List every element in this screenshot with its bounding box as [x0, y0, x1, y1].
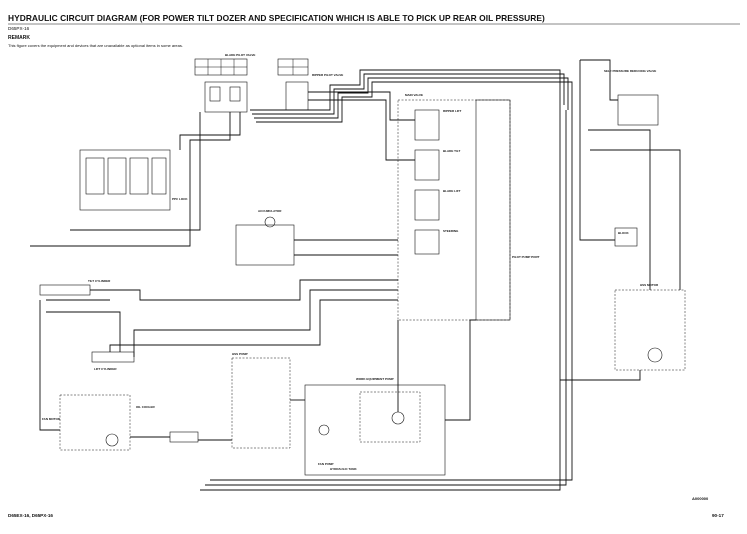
steering-label: STEERING [443, 229, 459, 233]
fan-pump: FAN PUMP [318, 424, 334, 466]
drawing-number: A000000 [692, 496, 709, 501]
hss-pump: HSS PUMP [231, 352, 291, 449]
blade-pilot-label: BLADE PILOT VALVE [225, 53, 255, 57]
oil-cooler: OIL COOLER [136, 405, 199, 443]
hydraulic-tank-label: HYDRAULIC TANK [330, 467, 357, 471]
footer-models: D65EX-16, D65PX-16 [8, 513, 53, 518]
accumulator: ACCUMULATOR [235, 209, 295, 266]
ripper-pilot-label: RIPPER PILOT VALVE [312, 73, 343, 77]
lift-cylinder-label: LIFT CYLINDER [94, 367, 117, 371]
hydraulic-lines [30, 59, 681, 491]
accumulator-label: ACCUMULATOR [258, 209, 282, 213]
remark-heading: REMARK [8, 35, 30, 41]
remark-text: This figure covers the equipment and dev… [8, 43, 183, 48]
ppc-valve-cluster: PPC LOCK [79, 149, 188, 211]
model-subtitle: D65PX-16 [8, 26, 30, 31]
work-pump-label: WORK EQUIPMENT PUMP [356, 377, 394, 381]
page-number: 90-17 [712, 513, 724, 518]
diagram-title: HYDRAULIC CIRCUIT DIAGRAM (FOR POWER TIL… [8, 13, 545, 23]
hydraulic-tank: HYDRAULIC TANK [304, 384, 446, 476]
ripper-lift-label: RIPPER LIFT [443, 109, 462, 113]
self-pressure-label: SELF PRESSURE REDUCING VALVE [604, 69, 656, 73]
fan-pump-label: FAN PUMP [318, 462, 334, 466]
work-equipment-pump: WORK EQUIPMENT PUMP [356, 377, 405, 425]
pilot-pump-port: PILOT PUMP PORT [512, 255, 540, 259]
lift-cylinder: LIFT CYLINDER [91, 351, 135, 371]
blade-lift-label: BLADE LIFT [443, 189, 461, 193]
blade-pilot-valve: BLADE PILOT VALVE [194, 53, 255, 113]
pilot-pump-port-label: PILOT PUMP PORT [512, 255, 540, 259]
blade-tilt-label: BLADE TILT [443, 149, 460, 153]
hss-pump-label: HSS PUMP [232, 352, 248, 356]
tilt-cylinder: TILT CYLINDER [39, 279, 111, 296]
ripper-pilot-valve: RIPPER PILOT VALVE [277, 58, 343, 111]
fan-motor: FAN MOTOR [42, 394, 131, 451]
tilt-cylinder-label: TILT CYLINDER [88, 279, 111, 283]
block: BLOCK [614, 227, 638, 247]
oil-cooler-label: OIL COOLER [136, 405, 155, 409]
self-pressure-reducing-valve: SELF PRESSURE REDUCING VALVE [604, 69, 659, 126]
main-valve: MAIN VALVE RIPPER LIFT BLADE TILT BLADE … [397, 93, 511, 321]
main-valve-label: MAIN VALVE [405, 93, 423, 97]
fan-motor-label: FAN MOTOR [42, 417, 61, 421]
hss-motor: HSS MOTOR [614, 283, 686, 371]
block-label: BLOCK [618, 231, 629, 235]
hss-motor-label: HSS MOTOR [640, 283, 659, 287]
ppc-lock-label: PPC LOCK [172, 197, 188, 201]
